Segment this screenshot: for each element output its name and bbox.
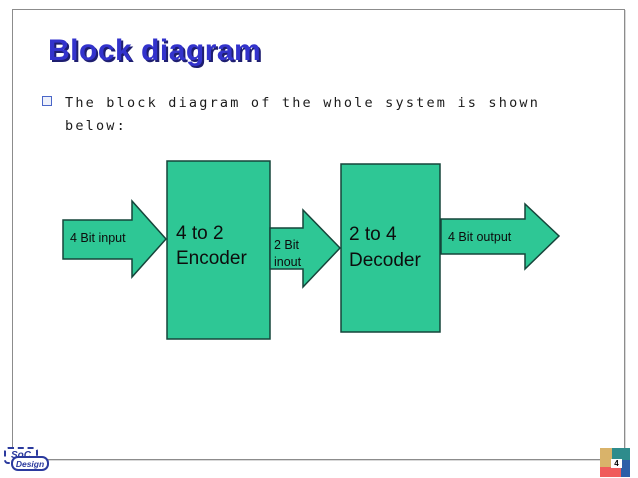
bullet-list-item: The block diagram of the whole system is… — [42, 92, 540, 138]
page-number: 4 — [611, 459, 622, 468]
badge-tan-block — [600, 448, 612, 467]
soc-design-logo: SoC Design — [2, 446, 54, 476]
encoder-box — [166, 160, 271, 340]
badge-teal-block — [612, 448, 630, 460]
decoder-label-line2: Decoder — [349, 250, 421, 271]
bullet-square-icon — [42, 96, 52, 106]
design-logo-label: Design — [15, 458, 45, 469]
input-arrow-label: 4 Bit input — [70, 231, 126, 245]
encoder-label-line2: Encoder — [176, 248, 247, 269]
decoder-box — [340, 163, 441, 333]
soc-logo-label: SoC — [11, 450, 31, 461]
decoder-label-line1: 2 to 4 — [349, 224, 397, 245]
output-arrow-shape — [440, 202, 561, 271]
bullet-text-line2: below: — [65, 118, 127, 134]
design-logo-box: Design — [11, 456, 49, 471]
bullet-text-line1: The block diagram of the whole system is… — [65, 95, 541, 111]
slide-frame-border — [12, 9, 625, 460]
page-title: Block diagram — [48, 34, 262, 67]
output-arrow-label: 4 Bit output — [448, 230, 512, 244]
bus-arrow-label-line2: inout — [274, 255, 302, 269]
encoder-label-line1: 4 to 2 — [176, 223, 224, 244]
bullet-text: The block diagram of the whole system is… — [65, 92, 540, 138]
badge-blue-block — [621, 460, 630, 477]
bus-arrow-shape — [269, 208, 342, 289]
page-number-badge: 4 — [600, 448, 630, 477]
bus-arrow-label-line1: 2 Bit — [274, 238, 300, 252]
badge-red-block — [600, 467, 621, 477]
input-arrow-shape — [62, 199, 168, 279]
